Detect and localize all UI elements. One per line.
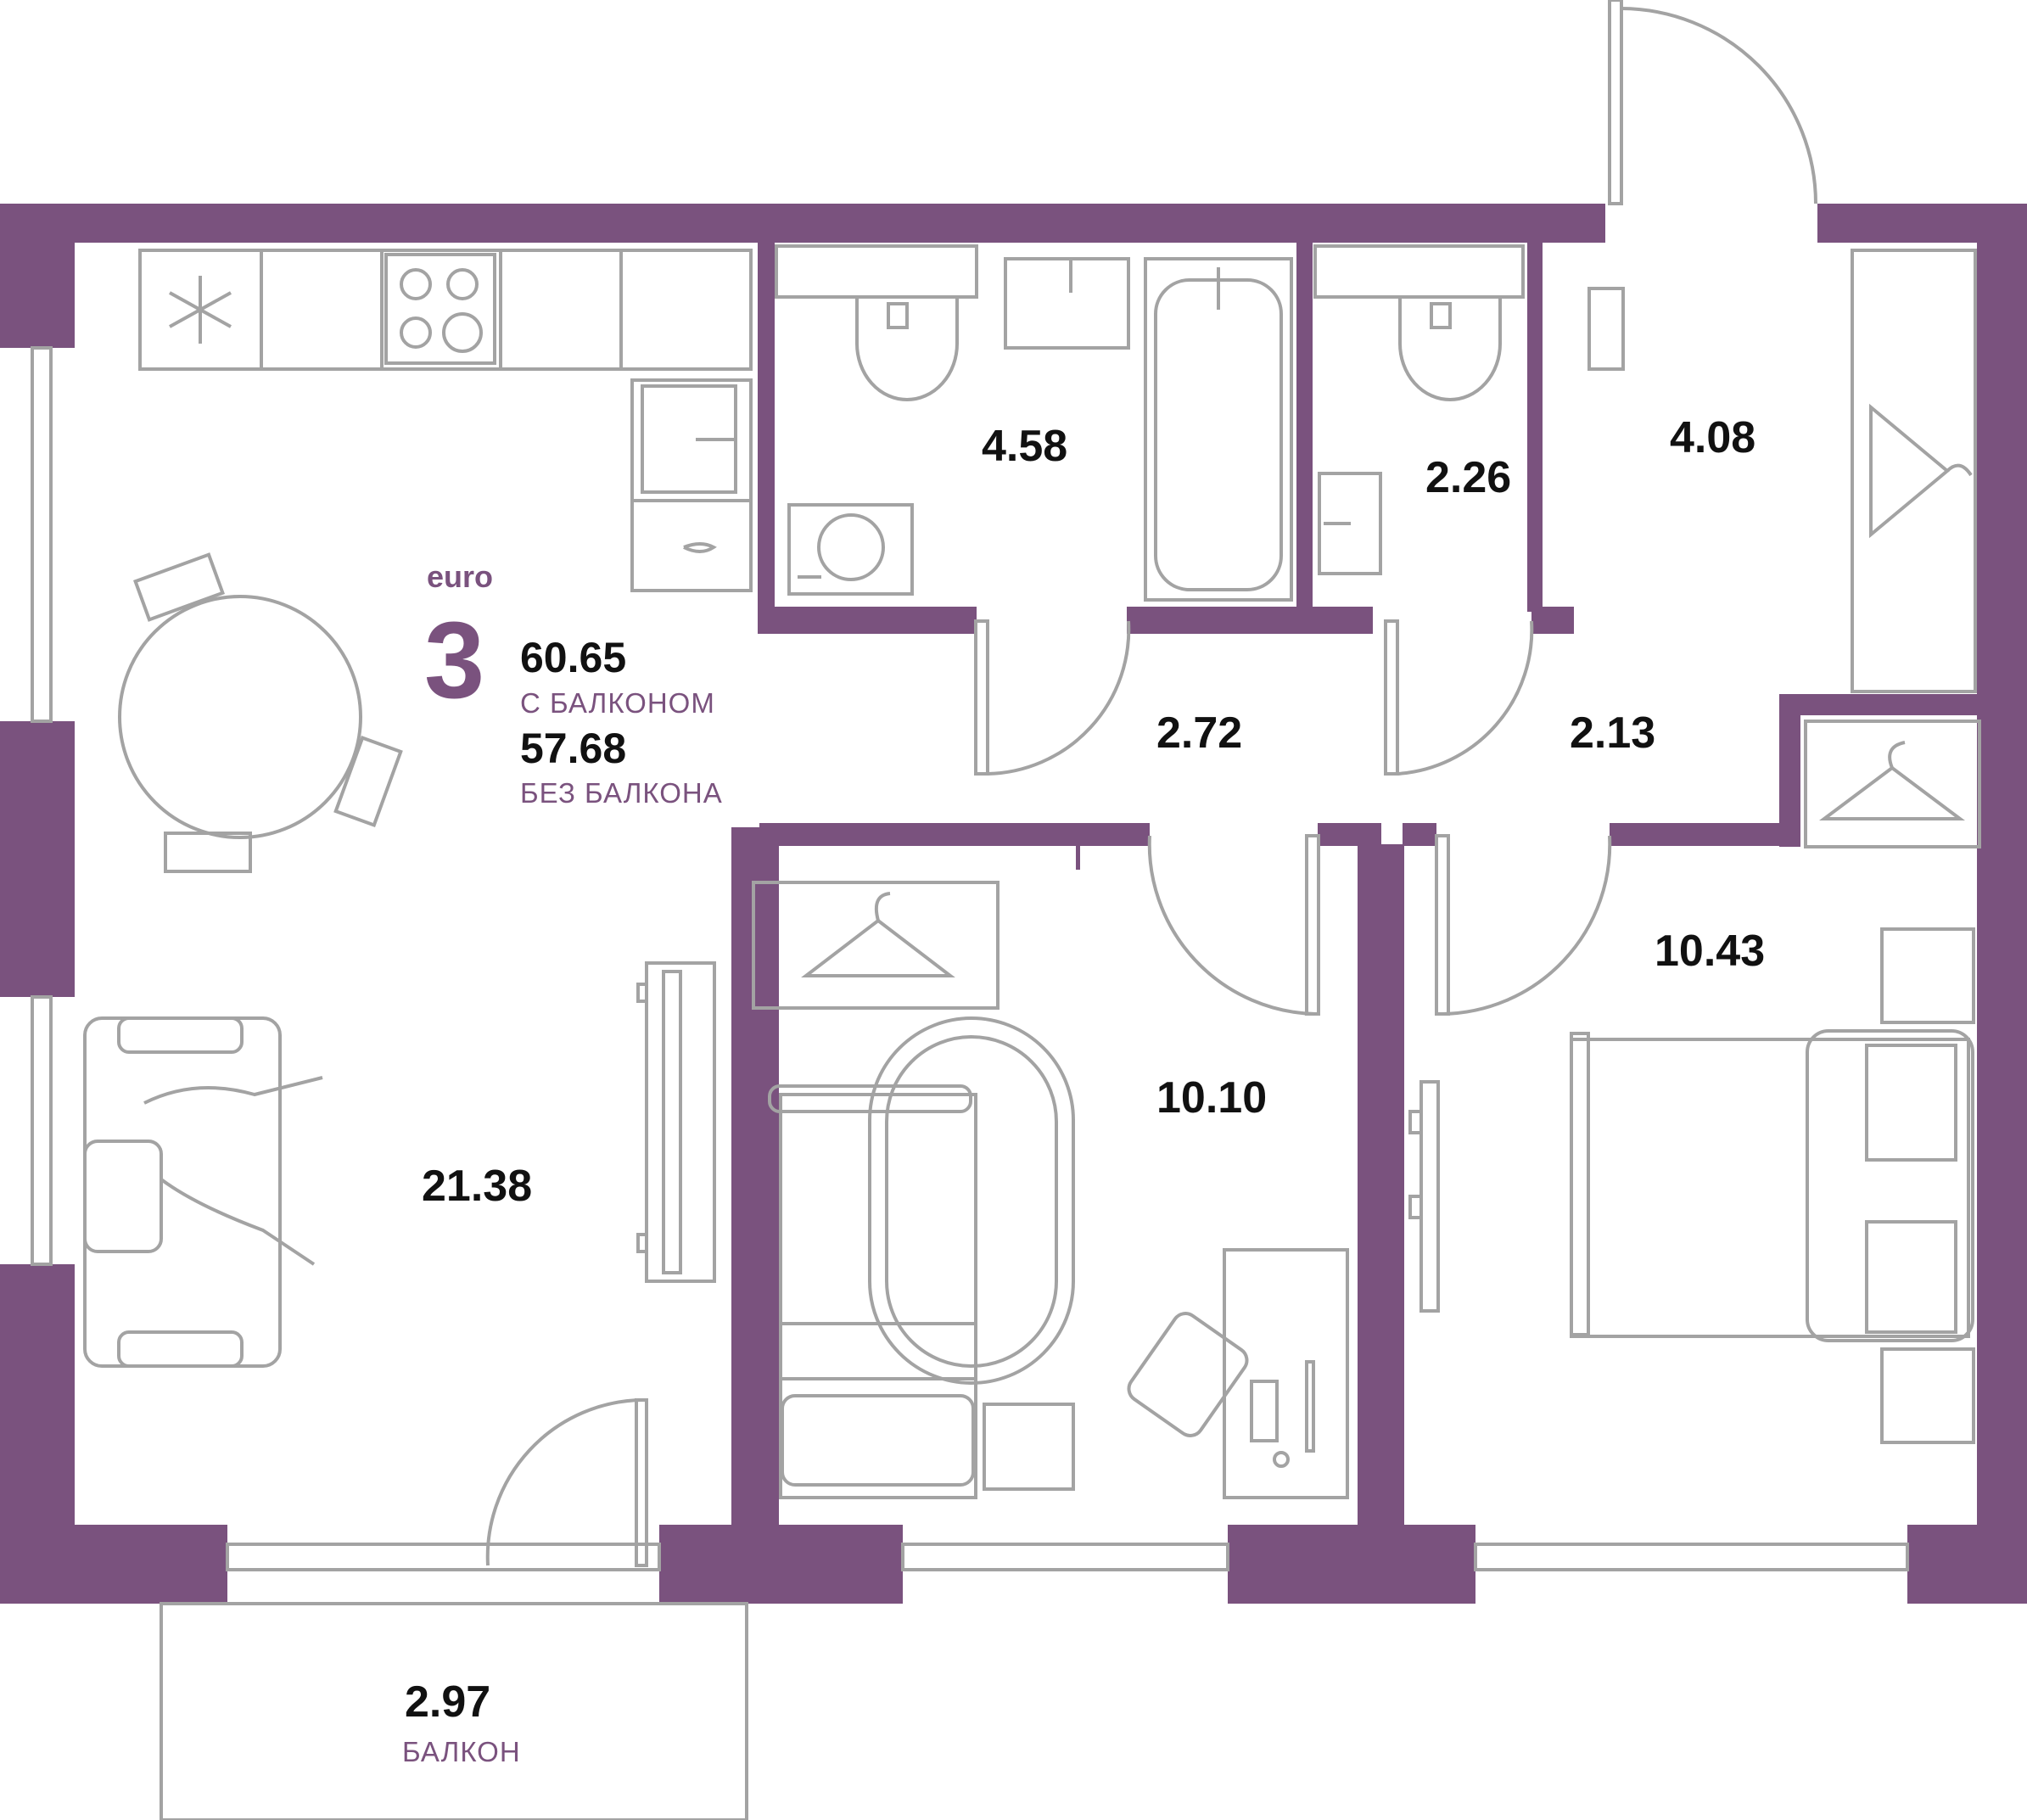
room-area-bedroom-right: 10.43 [1655, 927, 1766, 976]
dining-table [118, 552, 403, 873]
tv-icon [1408, 1080, 1440, 1313]
bath-cabinet [775, 244, 978, 299]
sink-icon [1004, 257, 1130, 350]
tv-icon [636, 961, 716, 1283]
room-area-bedroom-middle: 10.10 [1156, 1073, 1268, 1123]
area-without-balcony: 57.68 [520, 725, 627, 772]
room-area-bathroom: 4.58 [982, 422, 1068, 471]
bed-icon [1570, 1029, 1974, 1342]
balcony-caption: БАЛКОН [402, 1736, 521, 1767]
nightstand [1880, 1347, 1975, 1444]
room-area-toilet: 2.26 [1425, 453, 1512, 502]
doors [485, 0, 1817, 1567]
hall-wardrobe [1851, 249, 1977, 693]
bedroom-middle-wardrobe [752, 881, 1000, 1010]
bathtub-icon [1144, 257, 1293, 602]
toilet-cabinet [1313, 244, 1525, 299]
walls [0, 204, 2027, 1604]
toilet-icon [1398, 295, 1502, 401]
sink-icon [1318, 472, 1382, 575]
washing-machine-icon [787, 503, 914, 596]
room-count: 3 [424, 600, 485, 721]
room-area-living-kitchen: 21.38 [422, 1162, 533, 1211]
windows [31, 346, 1909, 1571]
without-balcony-caption: БЕЗ БАЛКОНА [520, 777, 723, 809]
desk-icon [1223, 1248, 1349, 1499]
tap-icon [683, 542, 717, 553]
nightstand [1880, 927, 1975, 1024]
nightstand [983, 1403, 1075, 1491]
bed-icon [768, 1084, 977, 1499]
apartment-type-label: euro [427, 559, 494, 594]
sofa-icon [83, 1016, 323, 1368]
radiator [1587, 287, 1625, 371]
room-area-corridor-left: 2.72 [1156, 708, 1243, 758]
with-balcony-caption: С БАЛКОНОМ [520, 687, 715, 719]
round-rug [868, 1016, 1075, 1385]
room-area-hall: 4.08 [1670, 413, 1756, 462]
chair-icon [1127, 1312, 1249, 1437]
room-area-corridor-right: 2.13 [1570, 708, 1656, 758]
area-with-balcony: 60.65 [520, 634, 627, 681]
kitchen-counter [138, 249, 753, 592]
hall-wardrobe-lower [1804, 720, 1981, 848]
snowflake-icon [169, 276, 232, 344]
stove-icon [384, 253, 496, 365]
hanger-icon [1869, 403, 1973, 539]
balcony-outline [160, 1602, 748, 1820]
room-area-balcony: 2.97 [405, 1677, 491, 1727]
toilet-icon [855, 295, 959, 401]
